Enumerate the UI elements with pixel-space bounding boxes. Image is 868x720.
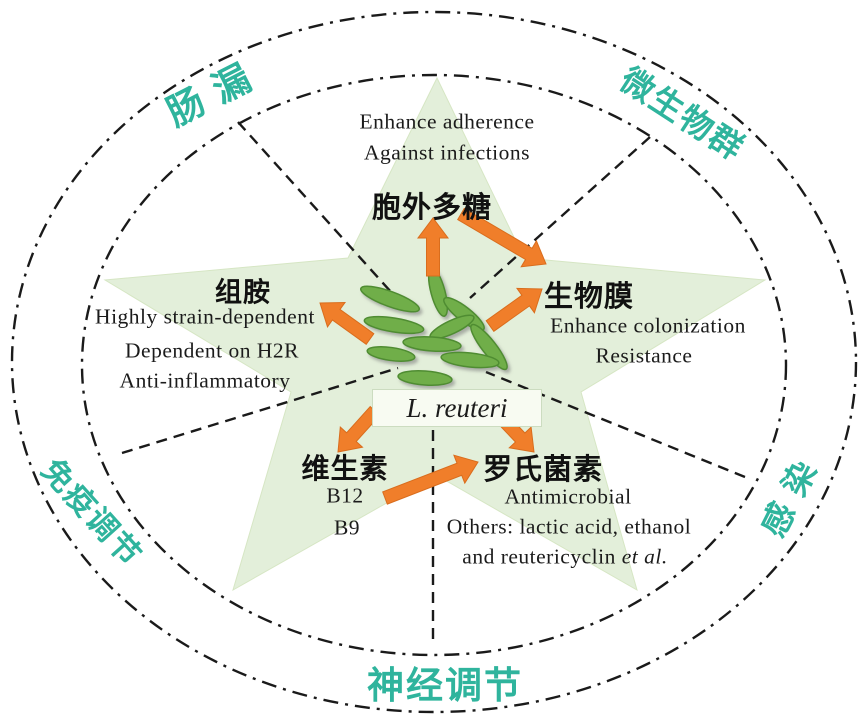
inner-ring (80, 73, 788, 657)
vitamins-title: 维生素 (301, 453, 389, 484)
orange-arrow (417, 217, 449, 277)
biofilm-note-1: Enhance colonization (550, 313, 746, 338)
bacterium-rod (402, 335, 462, 353)
orange-arrow (457, 207, 547, 268)
reuterin-note-3-etal: et al. (621, 544, 668, 569)
sector-divider-line (121, 366, 399, 455)
ring-label-neural-regulation: 神经调节 (367, 665, 523, 706)
sector-divider-line (469, 136, 651, 299)
orange-arrow (319, 301, 375, 345)
histamine-note-2: Dependent on H2R (125, 338, 299, 363)
biofilm-title: 生物膜 (543, 281, 635, 313)
eps-note-2: Against infections (363, 140, 531, 165)
bacterium-rod (440, 351, 500, 369)
histamine-title: 组胺 (215, 277, 271, 308)
reuterin-note-2: Others: lactic acid, ethanol (446, 514, 692, 539)
bacterium-rod (360, 285, 420, 313)
orange-arrow (485, 287, 543, 332)
outer-ring (10, 10, 858, 714)
reuterin-title: 罗氏菌素 (482, 454, 604, 486)
biofilm-note-2: Resistance (595, 343, 693, 368)
sector-divider-lines (121, 121, 746, 646)
eps-title: 胞外多糖 (371, 192, 493, 224)
bacteria-cluster (360, 267, 508, 386)
histamine-note-3: Anti-inflammatory (119, 368, 291, 393)
organism-label-box: L. reuteri (372, 389, 542, 427)
reuterin-note-3: and reutericyclin et al. (462, 545, 667, 570)
vitamins-note-b9: B9 (333, 515, 361, 540)
bacterium-rod (397, 370, 453, 386)
sector-divider-line (237, 121, 401, 303)
sector-divider-line (485, 370, 746, 479)
arrows-group (319, 207, 547, 505)
orange-arrow (382, 454, 479, 505)
vitamins-note-b12: B12 (326, 483, 364, 508)
reuterin-note-1: Antimicrobial (504, 484, 632, 509)
eps-note-1: Enhance adherence (359, 109, 535, 134)
bacterium-rod (363, 315, 425, 335)
reuterin-note-3-text: and reutericyclin (462, 544, 622, 569)
histamine-note-1: Highly strain-dependent (95, 304, 315, 329)
bacterium-rod (366, 345, 416, 363)
bacterium-rod (470, 323, 508, 371)
